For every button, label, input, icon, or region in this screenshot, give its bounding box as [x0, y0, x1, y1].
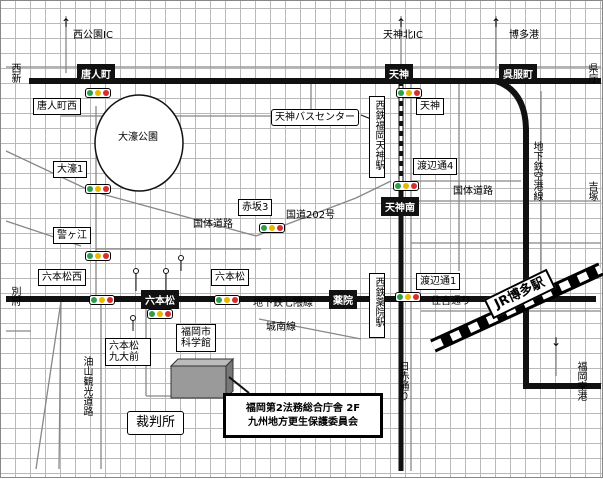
- subway-kuko-line: [494, 78, 601, 389]
- route-202-east: [355, 180, 392, 199]
- signal-label-tenjin: 天神: [416, 98, 444, 115]
- kokutai-road-left: [90, 190, 257, 237]
- intersection-toujinmachi: 唐人町: [77, 64, 115, 83]
- traffic-signal-icon: [214, 295, 240, 305]
- dir-yoshizuka: 吉塚: [586, 181, 597, 201]
- road-subway-nanakuma: 地下鉄七隈線: [253, 298, 313, 309]
- road-sumiyoshi: 住吉通り: [431, 296, 471, 307]
- landmark-nishitetsu-fukuoka-tenjin: 西鉄福岡天神駅: [369, 96, 385, 178]
- dir-nishi-koen-ic: 西公園IC: [73, 30, 113, 41]
- signal-label-watanabedori4: 渡辺通4: [413, 158, 458, 175]
- aburayama-road: [58, 300, 62, 470]
- intersection-tenjin: 天神: [385, 64, 413, 83]
- minor-road: [5, 150, 92, 192]
- destination-line2: 九州地方更生保護委員会: [248, 417, 358, 428]
- traffic-signal-icon: [85, 184, 111, 194]
- landmark-science-museum: 福岡市科学館: [176, 324, 216, 352]
- arrow-up-icon: ↑: [396, 16, 407, 30]
- road-kokutai-left: 国体道路: [193, 219, 233, 230]
- road-hiesaki: 日赤通り: [397, 361, 408, 401]
- traffic-signal-icon: [85, 88, 111, 98]
- intersection-ropponmatsu: 六本松: [141, 290, 179, 309]
- arrow-up-icon: ↑: [61, 16, 72, 30]
- signal-label-ohori1: 大濠1: [53, 161, 88, 178]
- road-aburayama: 油山観光道路: [81, 356, 92, 416]
- signal-label-ropponmatsu-kyudaimae: 六本松九大前: [105, 338, 151, 366]
- landmark-nishitetsu-yakuin: 西鉄薬院駅: [369, 273, 385, 338]
- jonan-line-road: [258, 318, 362, 340]
- traffic-signal-icon: [259, 223, 285, 233]
- aburayama-road: [35, 300, 62, 470]
- dir-kenchou: 県庁: [586, 63, 597, 83]
- traffic-signal-icon: [89, 295, 115, 305]
- road-jonan: 城南線: [266, 322, 296, 333]
- dir-beppu: 別府: [9, 286, 20, 306]
- signal-label-ropponmatsu-nishi: 六本松西: [38, 269, 86, 286]
- dir-nishishin: 西新: [9, 63, 20, 83]
- arrow-down-icon: ↓: [551, 335, 562, 349]
- signal-label-akasaka3: 赤坂3: [238, 199, 273, 216]
- destination-callout: 福岡第2法務総合庁舎 2F 九州地方更生保護委員会: [223, 393, 383, 438]
- intersection-gofukumachi: 呉服町: [499, 64, 537, 83]
- traffic-signal-icon: [393, 181, 419, 191]
- traffic-signal-icon: [396, 88, 422, 98]
- signal-label-toujinmachi-nishi: 唐人町西: [33, 98, 81, 115]
- road-kokutai-right: 国体道路: [453, 186, 493, 197]
- destination-building: [170, 365, 227, 399]
- ohori-park-pond: [94, 94, 184, 192]
- signal-label-kego: 警ヶ江: [53, 227, 91, 244]
- traffic-signal-icon: [85, 251, 111, 261]
- dir-fukuoka-airport: 福岡空港: [575, 361, 586, 401]
- landmark-tenjin-bus-center: 天神バスセンター: [271, 109, 359, 126]
- intersection-tenjin-minami: 天神南: [381, 197, 419, 216]
- traffic-signal-icon: [147, 309, 173, 319]
- landmark-court: 裁判所: [127, 411, 185, 436]
- road-subway-kuko: 地下鉄空港線: [531, 141, 542, 201]
- dir-hakata-port: 博多港: [509, 30, 539, 41]
- landmark-ohori-park: 大濠公園: [118, 132, 158, 143]
- traffic-signal-icon: [395, 292, 421, 302]
- arrow-up-icon: ↑: [491, 16, 502, 30]
- signal-label-ropponmatsu: 六本松: [211, 269, 249, 286]
- dir-tenjin-kita-ic: 天神北IC: [383, 30, 423, 41]
- intersection-yakuin: 薬院: [329, 290, 357, 309]
- signal-label-watanabedori1: 渡辺通1: [416, 273, 461, 290]
- road-route202: 国道202号: [286, 210, 336, 221]
- destination-line1: 福岡第2法務総合庁舎 2F: [245, 403, 361, 414]
